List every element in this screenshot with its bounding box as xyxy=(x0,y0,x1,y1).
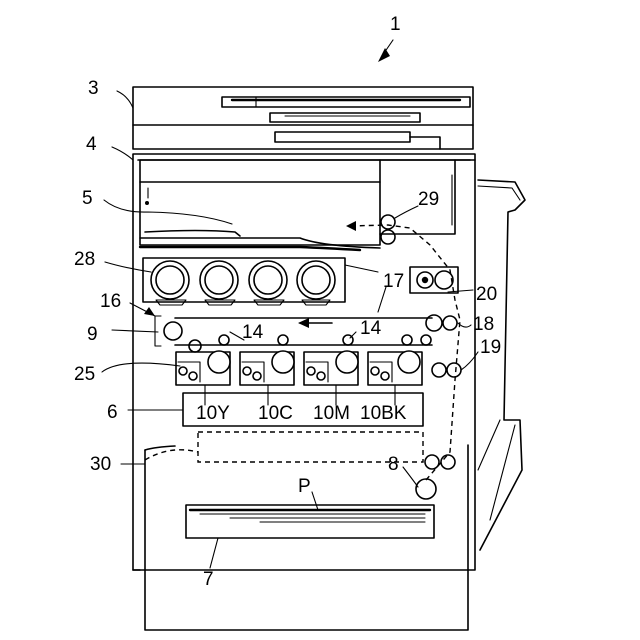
label-16: 16 xyxy=(100,291,121,312)
label-18: 18 xyxy=(473,314,494,335)
registration-rollers xyxy=(432,363,461,377)
discharged-sheet xyxy=(140,231,380,251)
label-20: 20 xyxy=(476,284,497,305)
scanner-unit xyxy=(133,87,473,149)
paper-cassette xyxy=(145,445,468,630)
label-9: 9 xyxy=(87,324,98,345)
label-28: 28 xyxy=(74,249,95,270)
label-25: 25 xyxy=(74,364,95,385)
label-6: 6 xyxy=(107,402,118,423)
image-forming-unit-10bk xyxy=(368,351,422,405)
label-5: 5 xyxy=(82,188,93,209)
image-forming-unit-10c xyxy=(240,351,294,405)
label-4: 4 xyxy=(86,134,97,155)
label-1: 1 xyxy=(390,14,401,35)
label-10bk: 10BK xyxy=(360,403,407,424)
label-19: 19 xyxy=(480,337,501,358)
toner-cartridges xyxy=(143,258,378,305)
label-10c: 10C xyxy=(258,403,293,424)
label-30: 30 xyxy=(90,454,111,475)
label-10m: 10M xyxy=(313,403,350,424)
discharge-rollers xyxy=(381,215,395,244)
label-14-right: 14 xyxy=(360,318,382,339)
label-p: P xyxy=(298,476,311,497)
label-29: 29 xyxy=(418,189,439,210)
secondary-transfer-rollers xyxy=(443,316,457,330)
label-3: 3 xyxy=(88,78,99,99)
manual-feed-tray xyxy=(478,180,525,550)
label-14-left: 14 xyxy=(242,322,264,343)
label-7: 7 xyxy=(203,569,214,590)
leader-lines xyxy=(102,40,478,568)
label-17: 17 xyxy=(383,271,404,292)
label-8: 8 xyxy=(388,454,399,475)
label-10y: 10Y xyxy=(196,403,230,424)
image-forming-unit-10m xyxy=(304,351,358,405)
image-forming-unit-10y xyxy=(176,340,230,405)
